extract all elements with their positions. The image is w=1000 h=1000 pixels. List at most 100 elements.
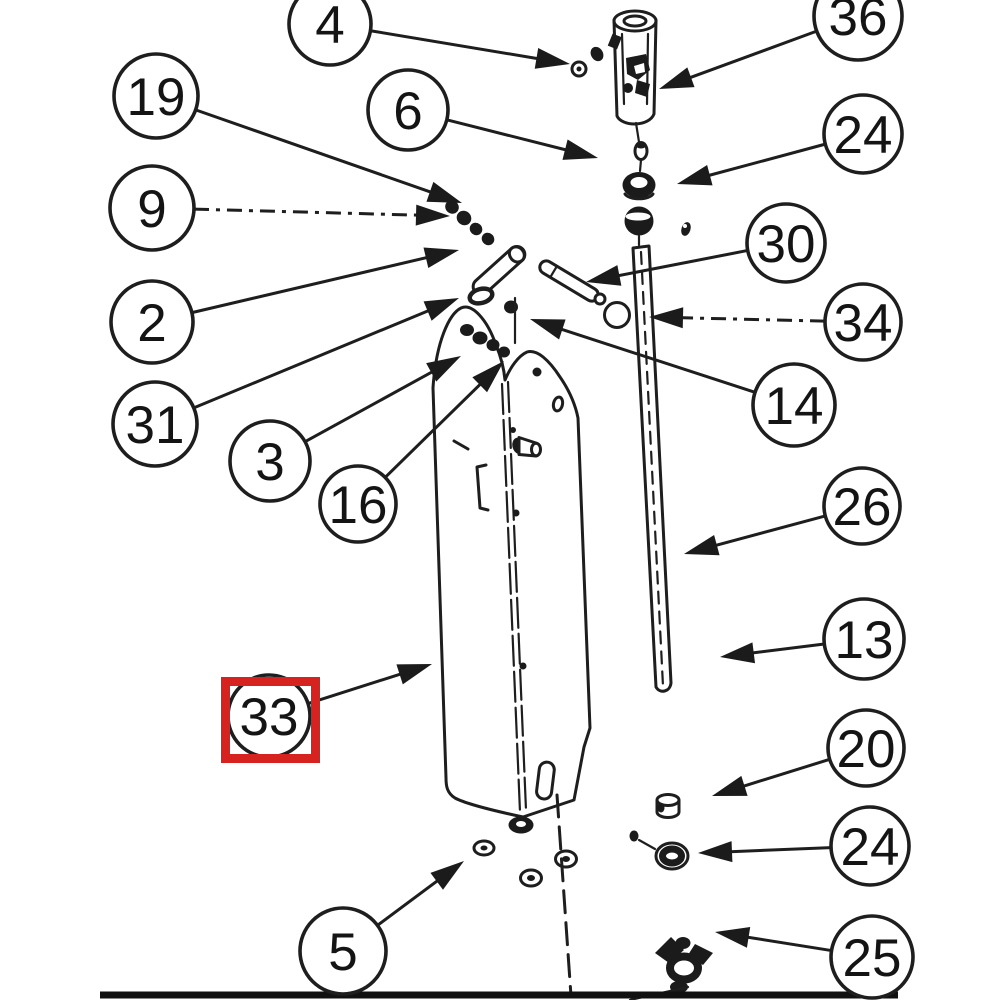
balloon-circle[interactable] bbox=[829, 805, 911, 887]
balloon-13[interactable]: 13 bbox=[822, 597, 906, 681]
balloon-number: 33 bbox=[240, 688, 299, 747]
balloon-2[interactable]: 2 bbox=[109, 279, 195, 365]
leader-arrowhead-balloon-33 bbox=[396, 664, 432, 685]
leader-arrowhead-balloon-20 bbox=[712, 775, 748, 796]
balloon-circle[interactable] bbox=[298, 906, 388, 996]
balloon-number: 5 bbox=[328, 923, 357, 982]
balloon-number: 36 bbox=[829, 0, 888, 47]
leader-line-balloon-6 bbox=[446, 118, 574, 154]
balloon-number: 20 bbox=[837, 720, 896, 779]
balloon-circle[interactable] bbox=[228, 419, 312, 503]
balloon-number: 24 bbox=[841, 818, 900, 877]
leader-arrowhead-balloon-36 bbox=[659, 67, 695, 89]
balloon-circle[interactable] bbox=[109, 279, 195, 365]
leader-line-balloon-24-upper bbox=[701, 142, 826, 179]
balloon-33[interactable]: 33 bbox=[226, 673, 312, 759]
ball-part bbox=[624, 206, 654, 247]
leader-line-balloon-4 bbox=[370, 29, 545, 62]
leader-lines bbox=[191, 29, 832, 953]
stud-and-nut-part bbox=[633, 121, 649, 173]
thrust-bearing-part bbox=[622, 172, 656, 201]
balloon-number: 30 bbox=[757, 215, 816, 274]
balloon-26[interactable]: 26 bbox=[822, 466, 902, 546]
balloon-circle[interactable] bbox=[822, 597, 906, 681]
balloon-24-lower[interactable]: 24 bbox=[829, 805, 911, 887]
balloon-16[interactable]: 16 bbox=[318, 464, 398, 544]
leader-arrowhead-balloon-30 bbox=[586, 265, 622, 286]
balloon-19[interactable]: 19 bbox=[112, 52, 200, 140]
leader-arrowhead-balloon-5 bbox=[430, 861, 464, 890]
highlight-annotation bbox=[221, 677, 320, 763]
leader-line-balloon-19 bbox=[195, 108, 438, 196]
balloon-circle[interactable] bbox=[812, 0, 904, 62]
leader-arrowhead-balloon-24-upper bbox=[677, 165, 713, 186]
balloon-circle[interactable] bbox=[112, 52, 200, 140]
caster-assembly-part bbox=[628, 937, 713, 1000]
leader-line-balloon-14 bbox=[554, 325, 756, 394]
balloon-3[interactable]: 3 bbox=[228, 419, 312, 503]
leader-arrowhead-balloon-31 bbox=[423, 298, 459, 321]
balloon-number: 2 bbox=[137, 294, 166, 353]
leader-arrowhead-balloon-19 bbox=[426, 181, 462, 203]
lift-rod-part bbox=[631, 244, 673, 693]
balloon-24-upper[interactable]: 24 bbox=[822, 93, 904, 175]
leader-arrowhead-balloon-14 bbox=[530, 319, 566, 340]
balloon-4[interactable]: 4 bbox=[287, 0, 373, 67]
balloon-number: 13 bbox=[835, 611, 894, 670]
leader-arrowhead-balloon-25 bbox=[715, 926, 751, 948]
balloon-number: 25 bbox=[843, 929, 902, 988]
balloon-25[interactable]: 25 bbox=[829, 914, 915, 1000]
balloon-6[interactable]: 6 bbox=[366, 68, 450, 152]
small-clip-part bbox=[681, 222, 691, 236]
balloon-number: 3 bbox=[255, 433, 284, 492]
balloon-30[interactable]: 30 bbox=[745, 202, 827, 284]
leader-line-balloon-2 bbox=[191, 254, 435, 315]
balloon-circle[interactable] bbox=[108, 164, 196, 252]
leader-line-balloon-9 bbox=[193, 207, 425, 217]
leader-arrowhead-balloon-16 bbox=[472, 361, 504, 393]
leader-line-balloon-36 bbox=[682, 29, 818, 82]
leader-line-balloon-26 bbox=[708, 514, 826, 549]
leader-line-balloon-34 bbox=[674, 316, 826, 323]
balloon-9[interactable]: 9 bbox=[108, 164, 196, 252]
balloon-number: 24 bbox=[834, 106, 893, 165]
leader-arrowhead-balloon-13 bbox=[720, 642, 756, 664]
balloon-circle[interactable] bbox=[822, 466, 902, 546]
parts-artwork bbox=[100, 9, 898, 1000]
leader-line-balloon-5 bbox=[376, 875, 445, 927]
balloon-circle[interactable] bbox=[823, 282, 903, 362]
leader-line-balloon-13 bbox=[745, 642, 825, 656]
balloon-circle[interactable] bbox=[287, 0, 373, 67]
balloon-circle[interactable] bbox=[826, 708, 906, 788]
balloon-20[interactable]: 20 bbox=[826, 708, 906, 788]
balloon-circle[interactable] bbox=[751, 362, 837, 448]
balloon-circle[interactable] bbox=[366, 68, 450, 152]
leader-line-balloon-24-lower bbox=[723, 846, 832, 854]
balloon-circle[interactable] bbox=[318, 464, 398, 544]
clevis-pin-part bbox=[467, 244, 527, 345]
leader-arrowhead-balloon-9 bbox=[415, 204, 450, 226]
callout-balloons: 4 36 19 6 24 9 30 2 34 31 14 3 16 26 13 33 20 24 25 5 bbox=[108, 0, 915, 1000]
leader-line-balloon-30 bbox=[611, 248, 749, 279]
leader-arrowhead-balloon-34 bbox=[649, 307, 684, 329]
balloon-circle[interactable] bbox=[745, 202, 827, 284]
leader-line-balloon-31 bbox=[193, 306, 436, 410]
small-pin-part bbox=[629, 830, 657, 851]
balloon-circle[interactable] bbox=[111, 380, 199, 468]
balloon-circle[interactable] bbox=[829, 914, 915, 1000]
balloon-36[interactable]: 36 bbox=[812, 0, 904, 62]
balloon-number: 4 bbox=[315, 0, 344, 55]
leader-arrowhead-balloon-3 bbox=[426, 356, 461, 382]
balloon-number: 6 bbox=[393, 82, 422, 141]
cylinder-assembly-part bbox=[570, 9, 658, 126]
balloon-34[interactable]: 34 bbox=[823, 282, 903, 362]
balloon-5[interactable]: 5 bbox=[298, 906, 388, 996]
balloon-circle[interactable] bbox=[822, 93, 904, 175]
balloon-31[interactable]: 31 bbox=[111, 380, 199, 468]
balloon-14[interactable]: 14 bbox=[751, 362, 837, 448]
leader-arrowhead-balloon-6 bbox=[562, 139, 598, 160]
balloon-number: 19 bbox=[127, 68, 186, 127]
balloon-number: 14 bbox=[765, 377, 824, 436]
